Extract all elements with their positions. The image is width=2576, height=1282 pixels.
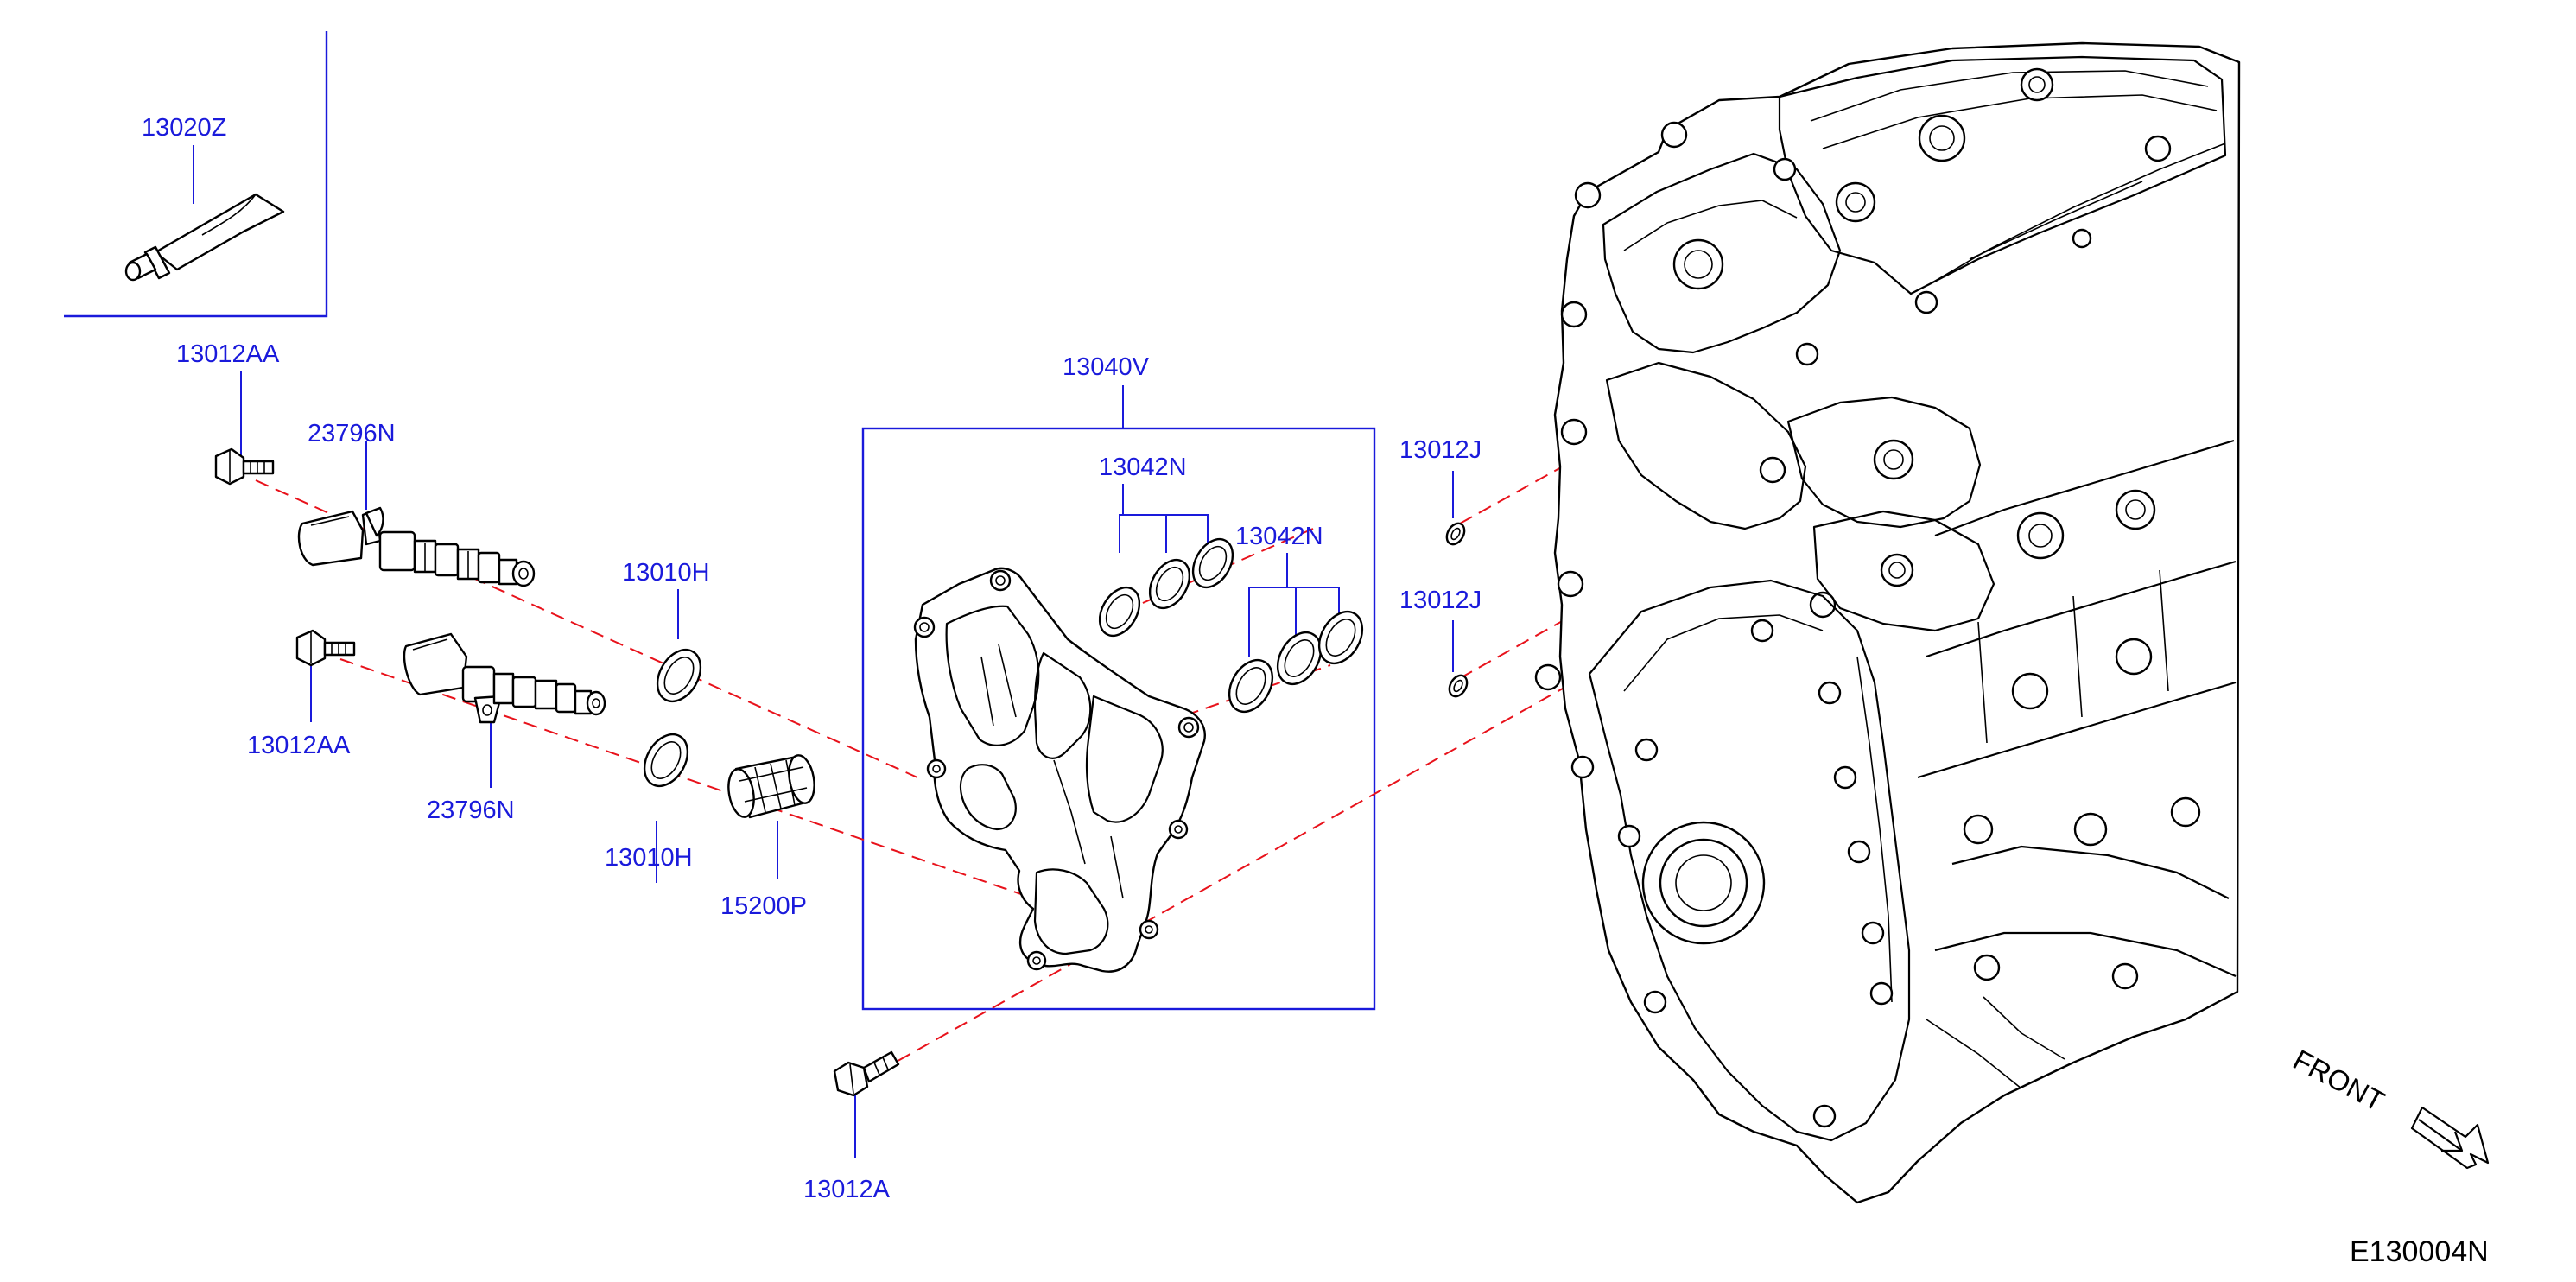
bolt-13012AA-top	[214, 447, 275, 486]
oil-strainer-15200P	[727, 754, 815, 819]
leader-lines	[193, 145, 1454, 1158]
diagram-code: E130004N	[2350, 1235, 2489, 1268]
o-ring-13012J-top	[1445, 522, 1466, 546]
bolt-13012AA-bottom	[295, 629, 356, 667]
o-rings-13042N-right-set	[1228, 610, 1364, 714]
label-15200P: 15200P	[720, 892, 807, 920]
sealant-tube-13020Z	[124, 193, 285, 282]
label-13010H-top: 13010H	[622, 559, 710, 587]
cover-assembly-box	[861, 427, 1376, 1011]
sealant-inset-frame	[64, 31, 328, 318]
label-13040V: 13040V	[1063, 353, 1150, 381]
label-23796N-top: 23796N	[308, 420, 396, 447]
bolt-13012A	[833, 1050, 900, 1097]
part-number-labels: 13020Z 13012AA 23796N 13012AA 23796N 130…	[142, 114, 1482, 1203]
label-13012AA-bottom: 13012AA	[247, 732, 351, 759]
label-13012J-bottom: 13012J	[1399, 587, 1482, 614]
front-arrow-icon	[2410, 1106, 2490, 1170]
front-label: FRONT	[2288, 1044, 2390, 1118]
front-direction-indicator: FRONT	[2288, 1044, 2490, 1170]
valve-timing-cover-13040V	[913, 567, 1206, 973]
label-13042N-right: 13042N	[1235, 523, 1323, 550]
o-ring-13010H-top	[656, 648, 702, 703]
o-rings-13042N-left-set	[1098, 537, 1234, 638]
label-23796N-bottom: 23796N	[427, 796, 515, 824]
label-13020Z: 13020Z	[142, 114, 226, 142]
label-13010H-bottom: 13010H	[605, 844, 693, 872]
label-13012J-top: 13012J	[1399, 436, 1482, 464]
solenoid-valve-23796N-bottom	[403, 632, 606, 724]
label-13042N-left: 13042N	[1099, 454, 1187, 481]
engine-block	[1534, 41, 2241, 1204]
o-ring-13010H-bottom	[643, 733, 689, 788]
label-13012AA-top: 13012AA	[176, 340, 280, 368]
label-13012A: 13012A	[803, 1176, 891, 1203]
o-ring-13012J-bottom	[1448, 674, 1469, 698]
solenoid-valve-23796N-top	[297, 506, 536, 587]
